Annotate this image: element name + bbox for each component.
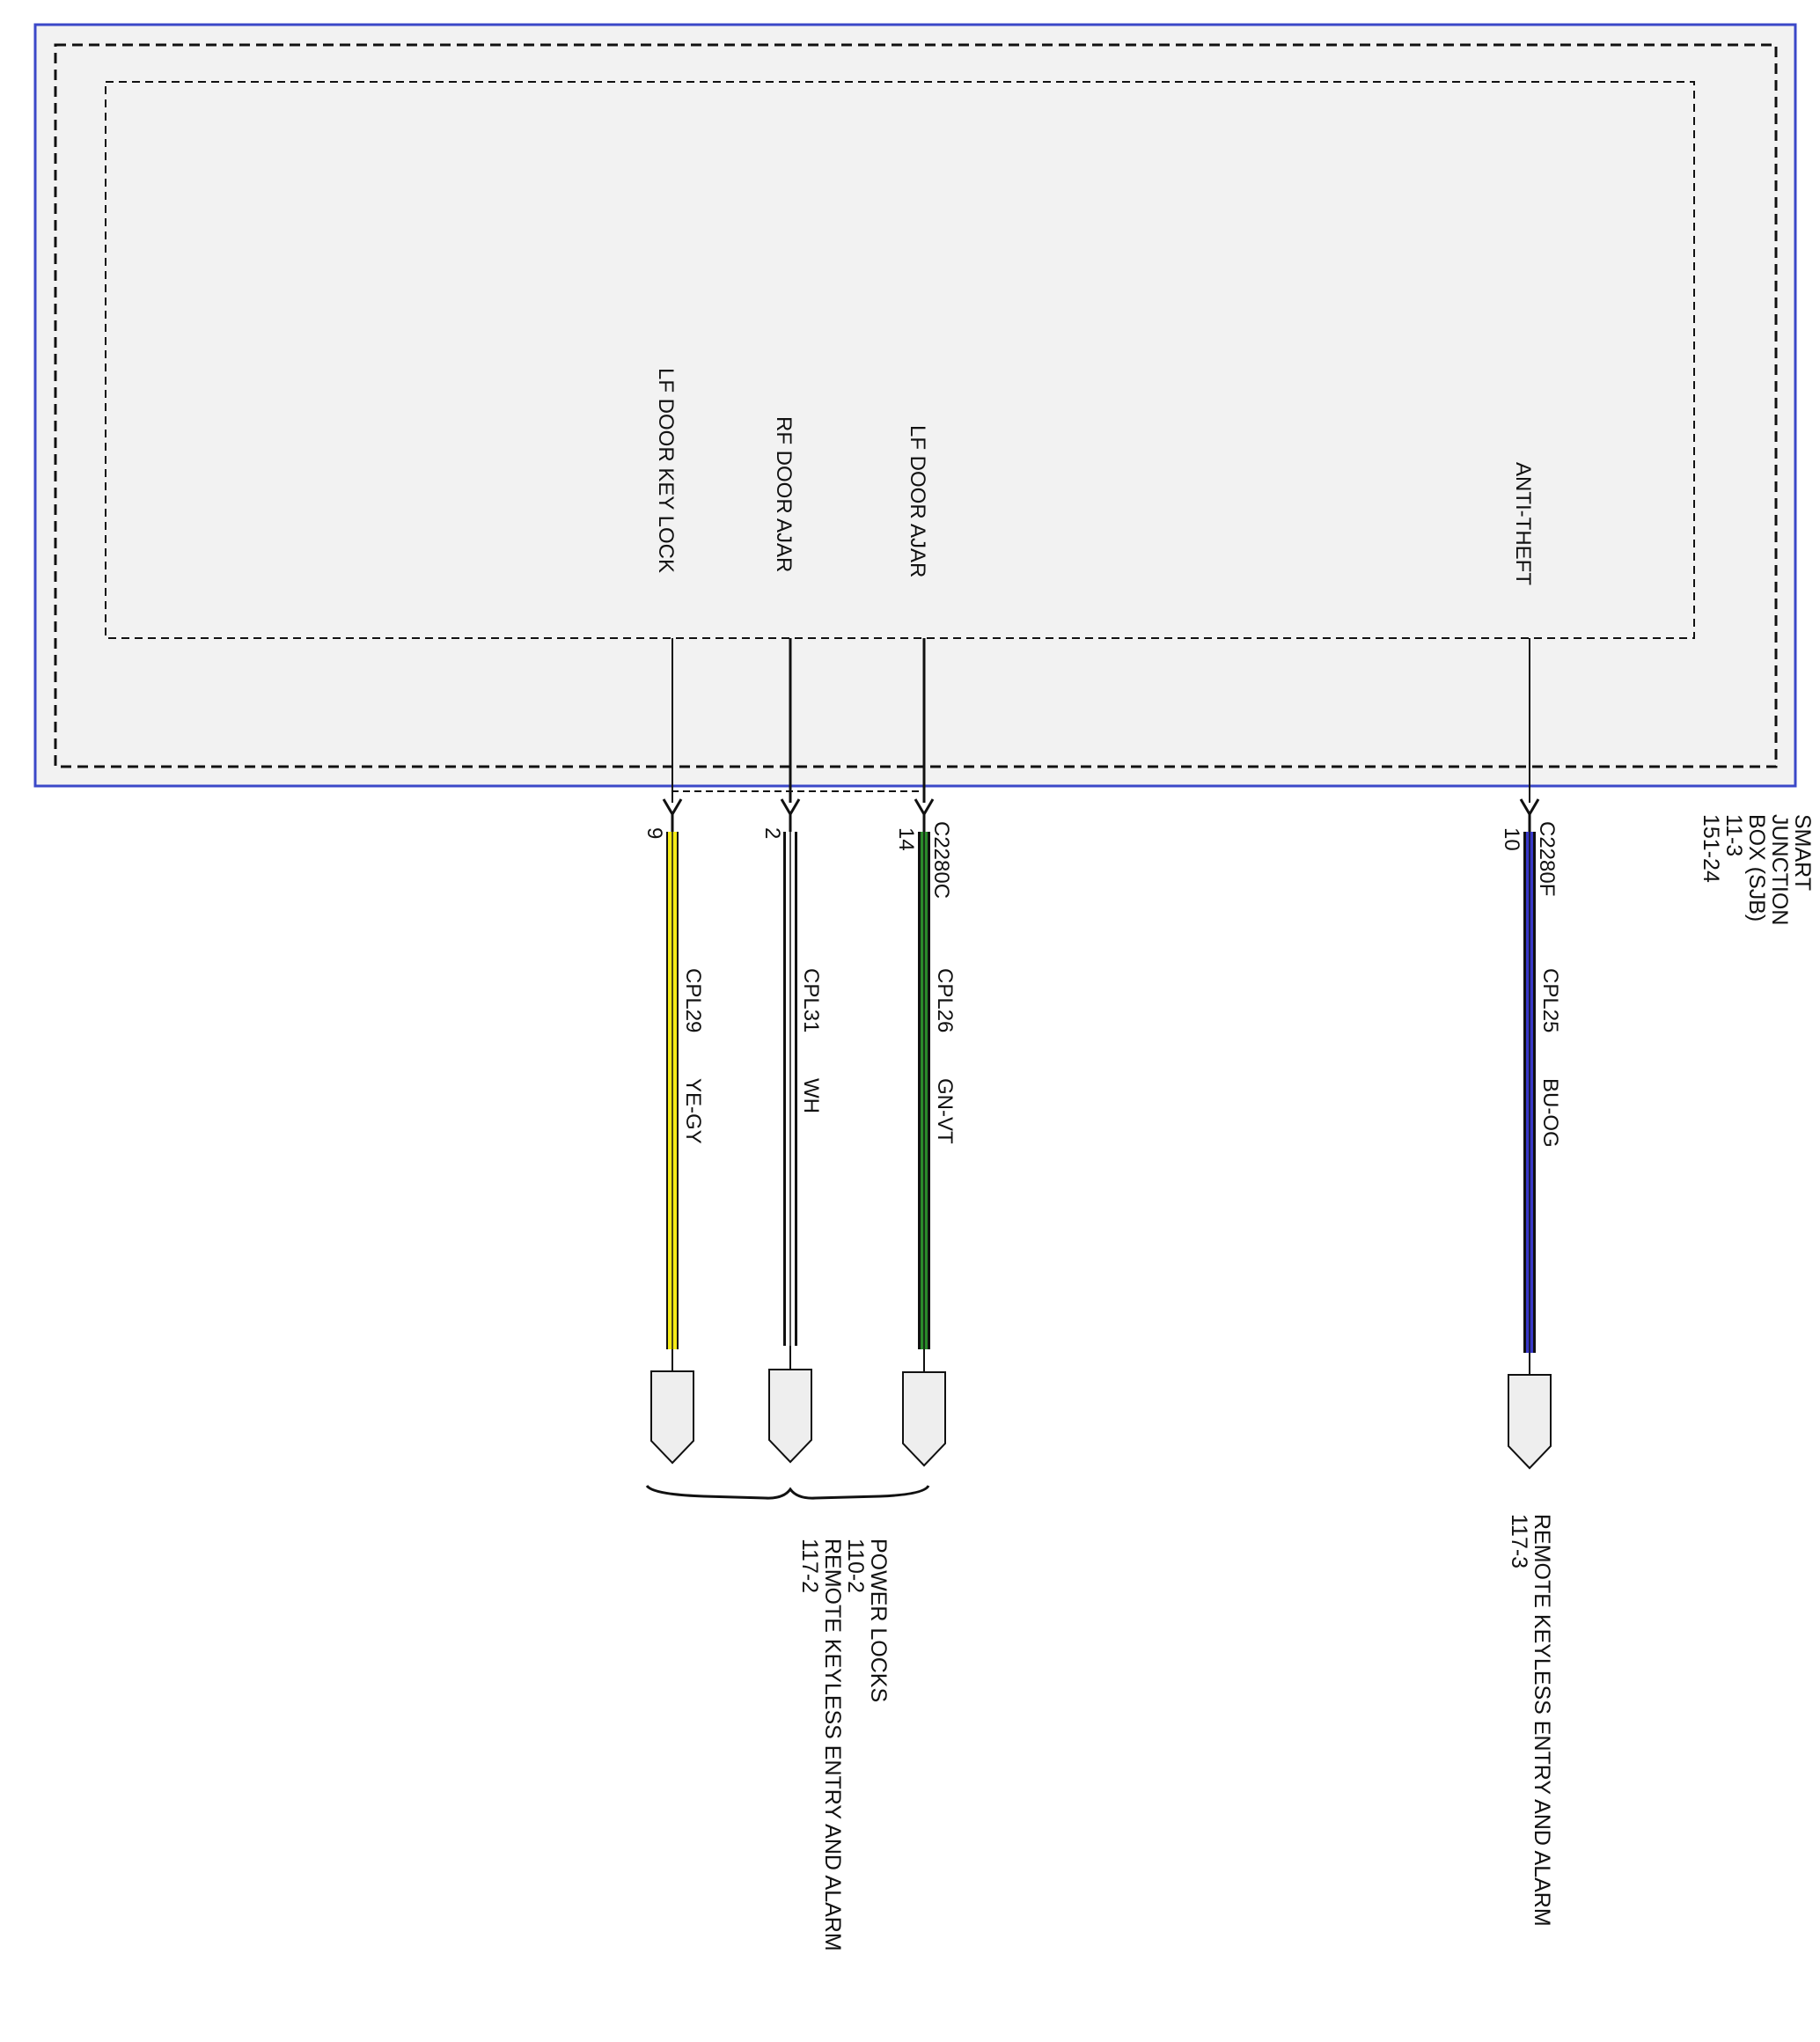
destination-arrow-icon [768, 1369, 812, 1464]
destination-line: 117-2 [797, 1539, 822, 1593]
circuit-anti-theft: ANTI-THEFT 10 C2280F CPL25 BU-OG [1500, 462, 1562, 1470]
circuit-function-label: LF DOOR AJAR [906, 425, 929, 577]
connector-id: C2280F [1535, 821, 1559, 896]
smart-junction-box [33, 23, 1797, 792]
module-outer-border [33, 23, 1797, 788]
destination-line: 110-2 [843, 1539, 868, 1593]
pin-number: 10 [1500, 827, 1523, 851]
destination-group-brace [645, 1484, 930, 1500]
wire-color-code: GN-VT [933, 1078, 957, 1144]
connector-id: C2280C [929, 821, 953, 899]
destination-line: 117-3 [1507, 1514, 1531, 1568]
circuit-lf-door-ajar: LF DOOR AJAR 14 C2280C CPL26 GN-VT [894, 425, 957, 1467]
circuit-id: CPL26 [933, 968, 957, 1032]
wire-color-code: WH [799, 1078, 823, 1113]
module-name-line: BOX (SJB) [1744, 814, 1769, 922]
pin-number: 14 [894, 827, 918, 851]
module-name-line: 11-3 [1721, 814, 1746, 856]
destination-arrow-icon [1508, 1374, 1552, 1470]
circuit-rf-door-ajar: RF DOOR AJAR 2 CPL31 WH [760, 416, 823, 1464]
destination-line: REMOTE KEYLESS ENTRY AND ALARM [820, 1539, 845, 1951]
wire-color-code: YE-GY [681, 1078, 705, 1144]
module-name-line: 151-24 [1699, 814, 1723, 883]
pin-number: 2 [760, 827, 784, 839]
circuit-id: CPL31 [799, 968, 823, 1032]
destination-arrow-icon [650, 1370, 694, 1465]
module-name-label: SMART JUNCTION BOX (SJB) 11-3 151-24 [1699, 814, 1815, 931]
destination-line: REMOTE KEYLESS ENTRY AND ALARM [1530, 1514, 1554, 1927]
circuit-id: CPL25 [1538, 968, 1562, 1032]
module-dashed-border [54, 43, 1778, 768]
circuit-function-label: LF DOOR KEY LOCK [654, 368, 678, 573]
pin-number: 9 [642, 827, 666, 839]
module-inner-dashed-border [105, 81, 1695, 639]
circuit-function-label: ANTI-THEFT [1511, 462, 1535, 585]
destination-arrow-icon [902, 1371, 946, 1467]
module-name-line: JUNCTION [1767, 814, 1792, 925]
module-name-line: SMART [1790, 814, 1815, 891]
circuit-function-label: RF DOOR AJAR [772, 416, 796, 572]
destination-line: POWER LOCKS [866, 1539, 891, 1702]
circuit-lf-door-key-lock: LF DOOR KEY LOCK 9 CPL29 YE-GY [642, 368, 705, 1465]
destination-label-power-locks-rke: POWER LOCKS 110-2 REMOTE KEYLESS ENTRY A… [797, 1539, 891, 1958]
destination-label-rke-alarm: REMOTE KEYLESS ENTRY AND ALARM 117-3 [1507, 1514, 1554, 1933]
circuit-id: CPL29 [681, 968, 705, 1032]
wire-color-code: BU-OG [1538, 1078, 1562, 1148]
